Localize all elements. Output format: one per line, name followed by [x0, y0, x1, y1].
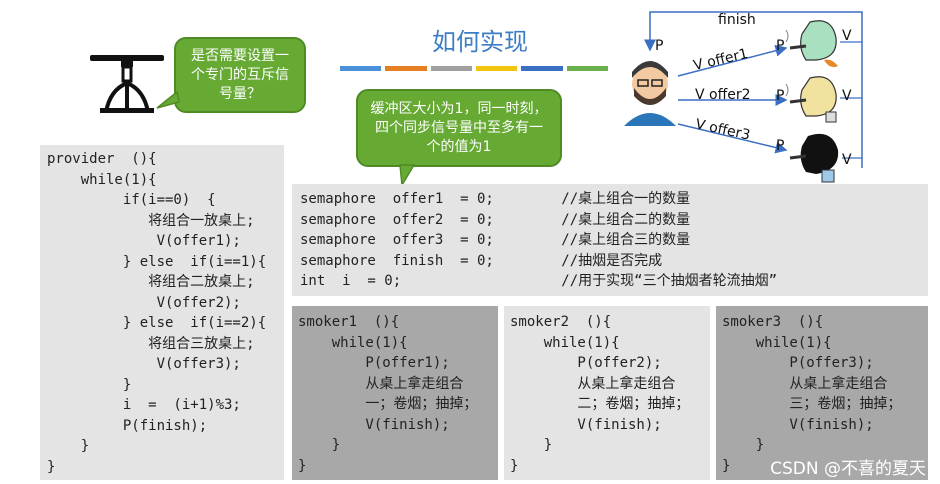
code-line: }	[47, 458, 56, 475]
code-line: V(offer3);	[47, 356, 241, 372]
code-line: V(finish);	[510, 416, 662, 433]
code-line: while(1){	[47, 171, 157, 188]
offer2-label: V offer2	[695, 87, 751, 103]
p3-label: P	[776, 138, 785, 154]
code-line: P(offer2);	[510, 355, 662, 371]
smoker3-code: smoker3 (){ while(1){ P(offer3); 从桌上拿走组合…	[716, 306, 928, 476]
code-line: 二；卷烟；抽掉；	[510, 396, 690, 412]
bubble-tail	[156, 90, 180, 109]
smoker1-icon	[785, 20, 838, 68]
code-line: if(i==0) {	[47, 192, 216, 208]
code-line: V(finish);	[722, 416, 874, 433]
provider-code-panel: provider (){ while(1){ if(i==0) { 将组合一放桌…	[40, 145, 284, 480]
buffer-note-bubble: 缓冲区大小为1，同一时刻，四个同步信号量中至多有一个的值为1	[356, 89, 562, 167]
color-bar-segment	[521, 66, 563, 71]
code-line: }	[47, 438, 90, 454]
code-line: }	[510, 457, 519, 474]
code-line: }	[47, 376, 132, 393]
code-line: 从桌上拿走组合	[510, 375, 676, 392]
code-line: semaphore offer2 = 0; //桌上组合二的数量	[300, 211, 691, 228]
smoker3-icon	[789, 133, 839, 183]
code-line: semaphore offer1 = 0; //桌上组合一的数量	[300, 191, 691, 207]
code-line: 一；卷烟；抽掉；	[298, 396, 478, 412]
page-title: 如何实现	[432, 28, 528, 56]
p1-label: P	[776, 38, 785, 54]
code-line: P(finish);	[47, 417, 208, 434]
mutex-question-text: 是否需要设置一个专门的互斥信号量？	[191, 47, 289, 102]
smoker1-code-panel: smoker1 (){ while(1){ P(offer1); 从桌上拿走组合…	[292, 306, 498, 480]
smoker2-code-panel: smoker2 (){ while(1){ P(offer2); 从桌上拿走组合…	[504, 306, 710, 480]
semaphore-panel: semaphore offer1 = 0; //桌上组合一的数量 semaphor…	[292, 184, 928, 296]
bubble-tail	[399, 164, 416, 187]
code-line: while(1){	[298, 334, 408, 351]
code-line: } else if(i==2){	[47, 315, 267, 331]
provider-person-icon	[624, 61, 676, 126]
smoker1-code: smoker1 (){ while(1){ P(offer1); 从桌上拿走组合…	[292, 306, 498, 476]
code-line: V(offer1);	[47, 233, 241, 249]
code-line: smoker3 (){	[722, 314, 824, 330]
p2-label: P	[776, 88, 785, 104]
watermark: CSDN @不喜的夏天	[770, 459, 926, 479]
color-bar-segment	[385, 66, 427, 71]
semaphore-declarations: semaphore offer1 = 0; //桌上组合一的数量 semaphor…	[292, 184, 928, 292]
finish-label: finish	[718, 12, 756, 28]
code-line: 从桌上拿走组合	[722, 375, 888, 392]
mutex-question-bubble: 是否需要设置一个专门的互斥信号量？	[174, 37, 306, 113]
p-top-label: P	[655, 38, 664, 54]
buffer-note-text: 缓冲区大小为1，同一时刻，四个同步信号量中至多有一个的值为1	[370, 100, 548, 155]
code-line: P(offer1);	[298, 355, 450, 371]
code-line: 将组合二放桌上;	[47, 274, 255, 290]
provider-code: provider (){ while(1){ if(i==0) { 将组合一放桌…	[40, 145, 284, 477]
color-bar-segment	[430, 66, 472, 71]
code-line: V(finish);	[298, 416, 450, 433]
code-line: P(offer3);	[722, 355, 874, 371]
code-line: 三；卷烟；抽掉；	[722, 396, 902, 412]
smoker2-icon	[785, 76, 837, 123]
color-bar-segment	[566, 66, 608, 71]
color-bar-segment	[340, 66, 382, 71]
code-line: while(1){	[722, 334, 832, 351]
code-line: }	[722, 437, 765, 453]
v1-label: V	[842, 28, 852, 44]
code-line: }	[722, 457, 731, 474]
code-line: 从桌上拿走组合	[298, 375, 464, 392]
code-line: V(offer2);	[47, 294, 241, 311]
code-line: 将组合三放桌上;	[47, 335, 255, 352]
code-line: }	[298, 457, 307, 474]
code-line: while(1){	[510, 334, 620, 351]
smoker2-code: smoker2 (){ while(1){ P(offer2); 从桌上拿走组合…	[504, 306, 710, 476]
code-line: int i = 0; //用于实现“三个抽烟者轮流抽烟”	[300, 273, 778, 289]
v3-label: V	[842, 152, 852, 168]
code-line: provider (){	[47, 151, 157, 167]
code-line: semaphore offer3 = 0; //桌上组合三的数量	[300, 232, 691, 248]
stool-icon	[90, 55, 164, 113]
smoker3-code-panel: smoker3 (){ while(1){ P(offer3); 从桌上拿走组合…	[716, 306, 928, 480]
code-line: } else if(i==1){	[47, 253, 267, 270]
color-bar-segment	[475, 66, 518, 71]
smokers-diagram	[624, 11, 863, 183]
code-line: semaphore finish = 0; //抽烟是否完成	[300, 252, 663, 269]
code-line: 将组合一放桌上;	[47, 212, 255, 229]
code-line: smoker2 (){	[510, 314, 612, 330]
color-bar	[340, 66, 608, 71]
code-line: }	[298, 437, 341, 453]
code-line: smoker1 (){	[298, 314, 400, 330]
code-line: }	[510, 437, 553, 453]
code-line: i = (i+1)%3;	[47, 397, 241, 413]
v2-label: V	[842, 88, 852, 104]
